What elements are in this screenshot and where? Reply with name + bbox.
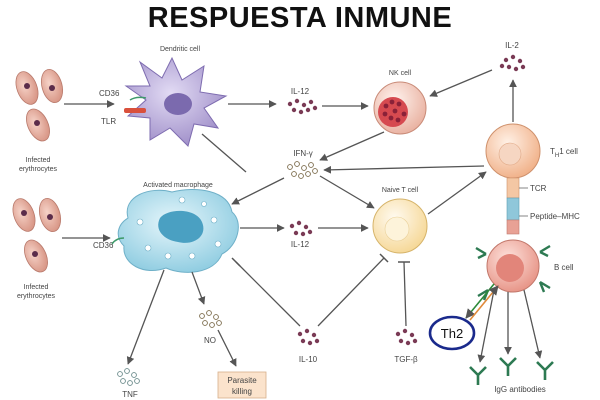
igg-antibodies	[469, 357, 554, 385]
infected-erythrocytes-bottom-label-2: erythrocytes	[17, 293, 56, 300]
arrow-macrophage-to-tnf	[126, 269, 165, 365]
tgf-beta-label: TGF-β	[394, 355, 418, 364]
page-title: RESPUESTA INMUNE	[147, 2, 453, 34]
arrow-naive-t-to-th1	[427, 171, 487, 215]
arrow-nk-to-ifng	[319, 131, 385, 161]
il12-top-dots	[287, 98, 318, 115]
ifn-gamma-dots	[287, 161, 318, 179]
dendritic-cell	[124, 56, 228, 147]
infected-erythrocytes-bottom	[12, 197, 62, 273]
arrows	[62, 69, 543, 367]
activated-macrophage-label: Activated macrophage	[143, 182, 213, 189]
ifn-gamma-label: IFN-γ	[293, 149, 313, 158]
il12-top-label: IL-12	[291, 87, 310, 96]
il12-mid-label: IL-12	[291, 240, 310, 249]
arrow-il10-to-macrophage	[235, 261, 301, 327]
il2-label: IL-2	[505, 41, 519, 50]
tgf-beta-dots	[395, 328, 418, 346]
infected-erythrocytes-top-label-2: erythrocytes	[19, 166, 58, 173]
tnf-dots	[117, 368, 140, 386]
th2-label: Th2	[441, 326, 463, 341]
il10-inhibit-bar-mac	[231, 257, 241, 267]
b-cell-label: B cell	[554, 263, 574, 272]
dendritic-cell-label: Dendritic cell	[160, 46, 201, 53]
arrow-b-to-igg-1	[477, 289, 495, 363]
infected-erythrocytes-top-label-1: Infected	[26, 157, 51, 164]
b-cell	[486, 239, 540, 293]
nk-cell	[373, 81, 427, 135]
il2-dots	[499, 54, 526, 72]
tcr-mhc-connector	[506, 177, 520, 235]
b-cell-receptors	[475, 244, 551, 301]
naive-t-cell	[372, 198, 428, 254]
peptide-mhc-label: Peptide–MHC	[530, 212, 580, 221]
igg-antibodies-label: IgG antibodies	[494, 385, 546, 394]
th1-suffix: 1 cell	[559, 147, 578, 156]
no-dots	[199, 310, 222, 328]
arrow-il2-to-nk	[429, 69, 493, 97]
parasite-killing-box	[217, 371, 267, 399]
arrow-th1-to-ifng	[323, 165, 485, 174]
arrow-b-to-igg-3	[523, 289, 543, 359]
arrow-il10-to-naive-t	[317, 257, 385, 327]
il10-label: IL-10	[299, 355, 318, 364]
th1-cell	[485, 123, 541, 179]
infected-erythrocytes-bottom-label-1: Infected	[24, 284, 49, 291]
parasite-killing-label-1: Parasite	[227, 376, 257, 385]
th1-t: T	[550, 147, 555, 156]
th1-cell-label: TH1 cell	[550, 147, 578, 159]
cd36-top-label: CD36	[99, 89, 120, 98]
naive-t-cell-label: Naive T cell	[382, 187, 419, 194]
arrow-ifng-to-naive-t	[319, 175, 375, 209]
arrow-macrophage-to-no	[191, 271, 206, 305]
parasite-killing-label-2: killing	[232, 387, 252, 396]
th2-cell	[428, 315, 476, 351]
no-label: NO	[204, 336, 216, 345]
cd36-bottom-label: CD36	[93, 241, 114, 250]
il12-mid-dots	[289, 220, 313, 237]
activated-macrophage	[117, 189, 239, 273]
arrow-ifng-to-dc	[201, 133, 247, 173]
tlr-label: TLR	[101, 117, 116, 126]
arrow-no-to-killing	[217, 329, 237, 367]
arrow-tgfb-to-naive-t	[403, 261, 407, 327]
tcr-label: TCR	[530, 184, 547, 193]
arrow-ifng-to-macrophage	[231, 177, 285, 205]
nk-cell-label: NK cell	[389, 70, 412, 77]
infected-erythrocytes-top	[15, 68, 64, 142]
il10-dots	[297, 328, 320, 346]
tnf-label: TNF	[122, 390, 138, 399]
il10-inhibit-bar-t	[379, 253, 389, 263]
th1-h: H	[555, 153, 559, 159]
